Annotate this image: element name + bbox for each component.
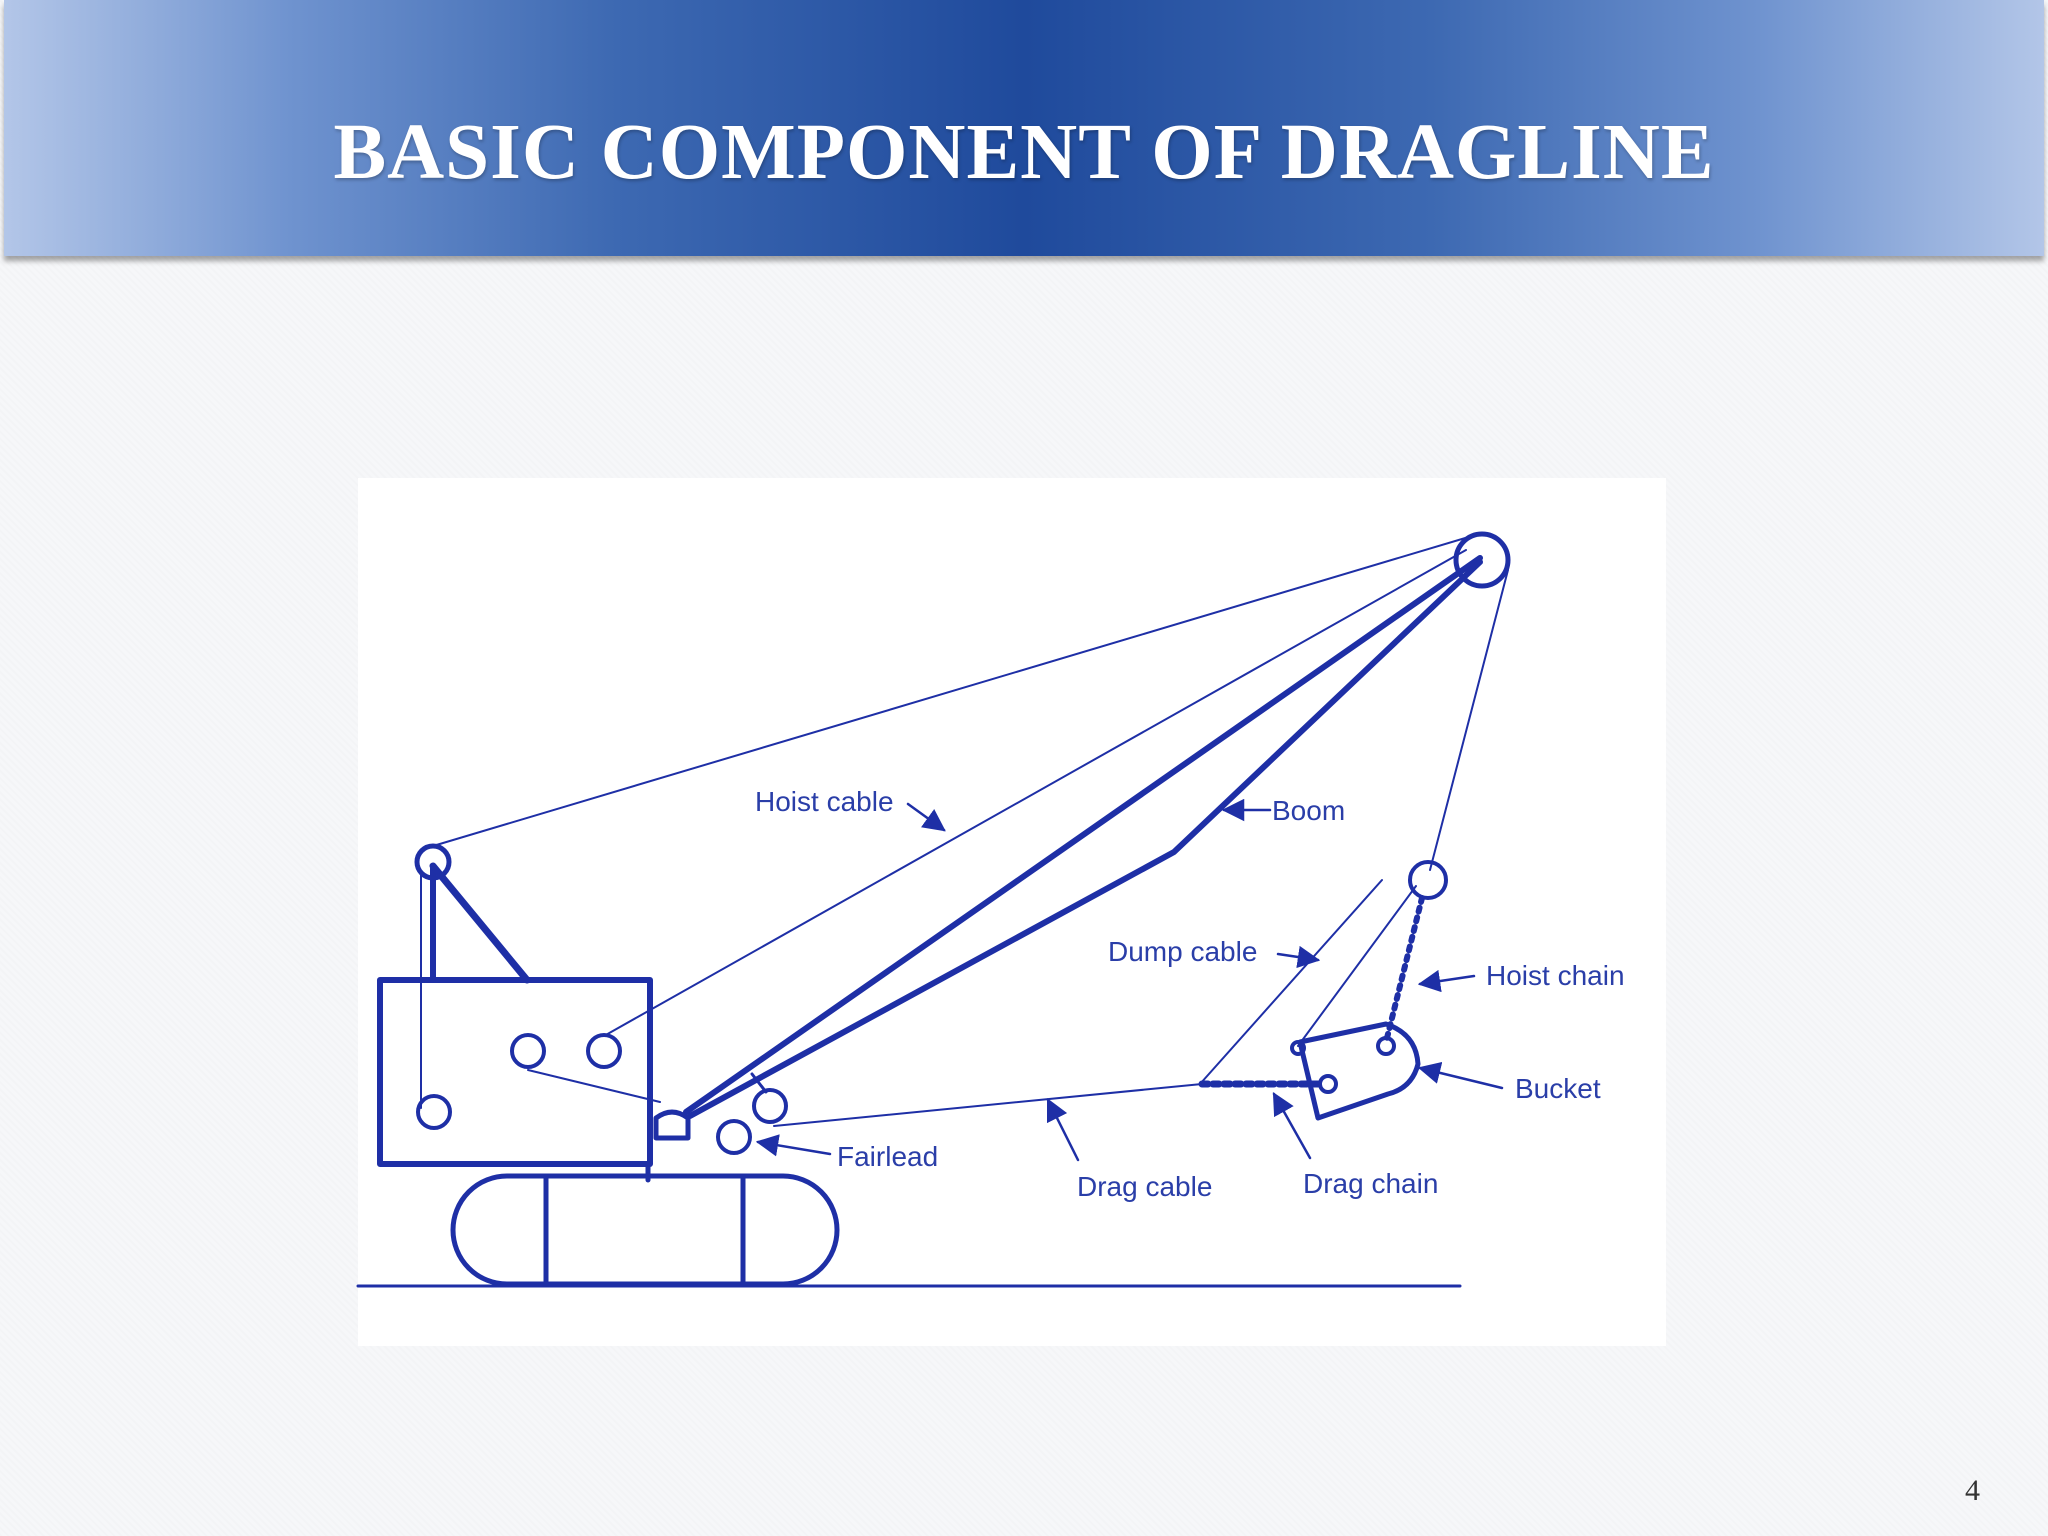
drag-cable xyxy=(773,1083,1203,1127)
label-dump-cable: Dump cable xyxy=(1108,936,1257,967)
boom-upper-chord xyxy=(683,555,1483,1115)
arrow-dump-cable xyxy=(1276,945,1321,969)
suspension-cable xyxy=(432,535,1473,847)
boom-lower-chord xyxy=(687,559,1483,1119)
label-drag-chain: Drag chain xyxy=(1303,1168,1438,1199)
arrow-bucket xyxy=(1417,1061,1504,1090)
bucket xyxy=(1297,1021,1421,1121)
hoist-cable xyxy=(603,549,1467,1037)
hoist-chain xyxy=(1383,895,1425,1045)
arrow-fairlead xyxy=(755,1134,832,1157)
drum-3 xyxy=(416,1094,452,1130)
drum-2 xyxy=(586,1033,622,1069)
title-banner xyxy=(4,0,2044,256)
label-drag-cable: Drag cable xyxy=(1077,1171,1212,1202)
label-hoist-cable: Hoist cable xyxy=(755,786,894,817)
machine-house xyxy=(377,977,653,1167)
dump-cable xyxy=(1297,885,1417,1047)
boom-foot xyxy=(653,1109,691,1141)
arrow-drag-chain xyxy=(1272,1092,1312,1160)
page-number: 4 xyxy=(1965,1474,1980,1507)
boom-point-sheave xyxy=(1453,531,1511,589)
arrow-drag-cable xyxy=(1046,1097,1080,1162)
house-to-boomfoot-cable xyxy=(527,1069,661,1103)
slide-title: BASIC COMPONENT OF DRAGLINE xyxy=(333,109,1715,196)
drum-1 xyxy=(510,1033,546,1069)
gantry-leg-diagonal xyxy=(429,862,531,984)
dump-cable-lower xyxy=(1199,879,1383,1085)
crawler-track xyxy=(450,1173,840,1287)
fairlead-sheave-lower xyxy=(716,1119,752,1155)
label-boom: Boom xyxy=(1272,795,1345,826)
label-fairlead: Fairlead xyxy=(837,1141,938,1172)
bucket-pin-upper xyxy=(1376,1036,1396,1056)
hoist-cable-to-bucket xyxy=(1429,569,1509,871)
bucket-pin-lower xyxy=(1318,1074,1338,1094)
arrow-hoist-chain xyxy=(1417,969,1476,993)
arrow-hoist-cable xyxy=(906,802,946,832)
diagram-panel xyxy=(358,478,1666,1346)
fairlead-sheave-upper xyxy=(752,1088,788,1124)
fairlead-link xyxy=(750,1072,768,1094)
label-bucket: Bucket xyxy=(1515,1073,1601,1104)
hoist-sheave xyxy=(1408,860,1448,900)
label-hoist-chain: Hoist chain xyxy=(1486,960,1625,991)
bucket-pin-left xyxy=(1290,1040,1306,1056)
